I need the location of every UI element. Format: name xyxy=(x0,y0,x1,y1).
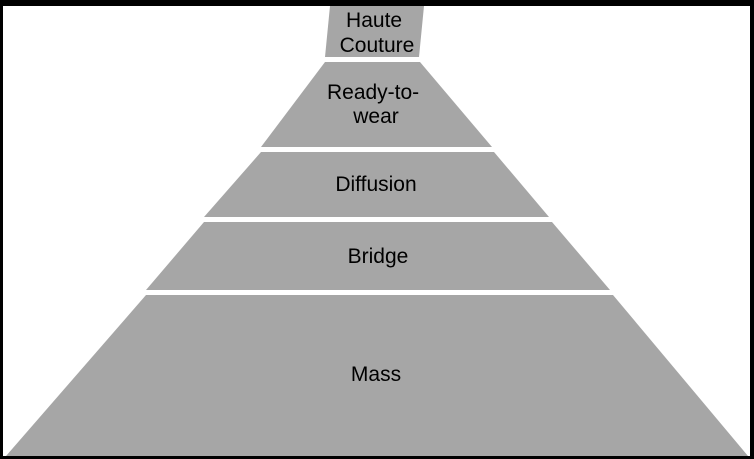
tier-haute-couture-line-1: Haute xyxy=(346,9,402,32)
tier-ready-to-wear-shape xyxy=(261,62,492,147)
tier-bridge-shape xyxy=(146,222,610,290)
tier-ready-to-wear: Ready-to- wear xyxy=(261,62,492,147)
tier-haute-couture-shape xyxy=(325,6,424,57)
tier-bridge: Bridge xyxy=(146,222,610,290)
tier-haute-couture-label: Haute Couture xyxy=(340,9,415,57)
tier-diffusion: Diffusion xyxy=(204,152,549,217)
tier-diffusion-shape xyxy=(204,152,549,217)
tier-mass: Mass xyxy=(6,295,748,456)
tier-bridge-line-1: Bridge xyxy=(348,245,409,268)
tier-ready-to-wear-label: Ready-to- wear xyxy=(327,81,425,128)
tier-ready-to-wear-line-1: Ready-to- xyxy=(327,81,419,104)
tier-ready-to-wear-line-2: wear xyxy=(352,105,399,128)
tier-mass-shape xyxy=(6,295,748,456)
tier-diffusion-line-1: Diffusion xyxy=(335,173,416,196)
tier-mass-line-1: Mass xyxy=(351,363,401,386)
tier-bridge-label: Bridge xyxy=(348,245,409,268)
tier-haute-couture: Haute Couture xyxy=(325,6,424,57)
tier-haute-couture-line-2: Couture xyxy=(340,34,415,57)
tier-mass-label: Mass xyxy=(351,363,401,386)
tier-diffusion-label: Diffusion xyxy=(335,173,416,196)
